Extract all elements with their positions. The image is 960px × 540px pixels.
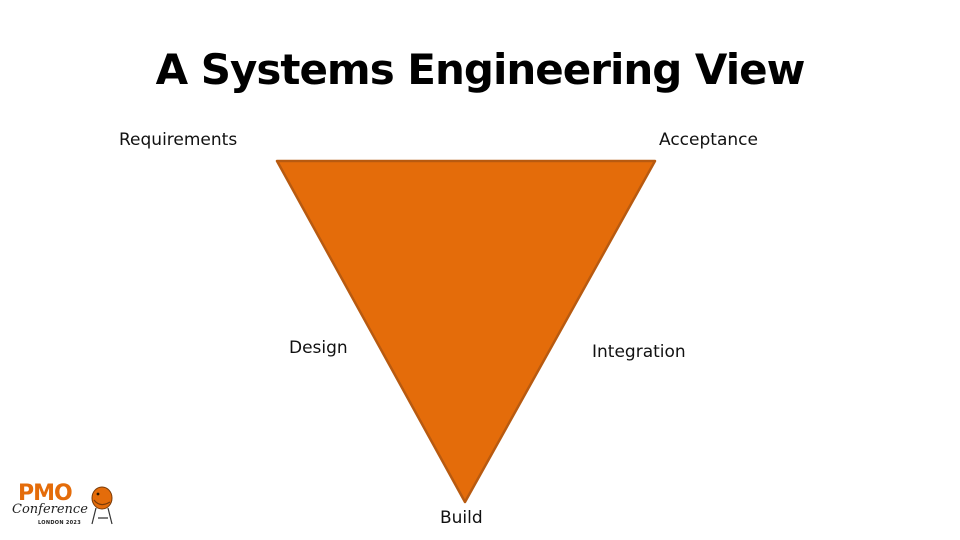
label-build: Build (440, 508, 483, 528)
logo-city-text: LONDON 2023 (38, 520, 81, 526)
logo-pmo-text: PMO (18, 481, 73, 506)
chair-mascot-icon (91, 486, 113, 525)
label-design: Design (289, 338, 348, 358)
label-integration: Integration (592, 342, 686, 362)
label-acceptance: Acceptance (659, 130, 758, 150)
pmo-conference-logo: PMO Conference LONDON 2023 (12, 482, 116, 534)
inverted-triangle (275, 159, 657, 504)
label-requirements: Requirements (119, 130, 238, 150)
slide-title: A Systems Engineering View (155, 45, 806, 94)
logo-conference-text: Conference (12, 502, 88, 517)
